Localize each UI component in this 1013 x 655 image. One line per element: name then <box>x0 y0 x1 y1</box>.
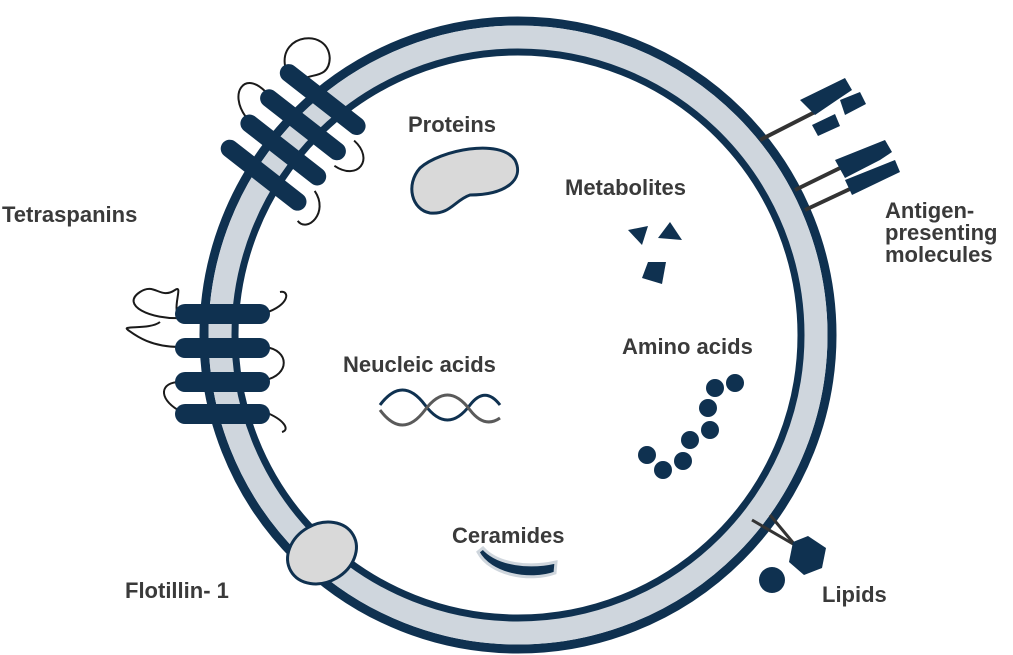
label-amino-acids: Amino acids <box>622 334 753 359</box>
antigen-presenting-molecule-icon <box>759 78 866 142</box>
amino-acid-chain-icon <box>638 374 744 479</box>
antigen-presenting-molecule-icon <box>794 140 900 212</box>
label-antigen-line1: Antigen- <box>885 198 974 223</box>
ceramide-icon <box>476 545 558 579</box>
vesicle-membrane <box>199 16 837 654</box>
label-antigen-line3: molecules <box>885 242 993 267</box>
label-antigen-line2: presenting <box>885 220 997 245</box>
label-neucleic-acids: Neucleic acids <box>343 352 496 377</box>
label-flotillin: Flotillin- 1 <box>125 578 229 603</box>
label-ceramides: Ceramides <box>452 523 565 548</box>
flotillin-icon <box>286 520 358 586</box>
label-tetraspanins: Tetraspanins <box>2 202 137 227</box>
protein-icon <box>410 146 520 215</box>
label-proteins: Proteins <box>408 112 496 137</box>
label-metabolites: Metabolites <box>565 175 686 200</box>
tetraspanin-icon <box>220 37 366 226</box>
metabolite-icon <box>628 222 682 284</box>
tetraspanin-icon <box>125 287 288 433</box>
dna-icon <box>378 388 502 427</box>
label-lipids: Lipids <box>822 582 887 607</box>
lipid-icon <box>751 514 826 593</box>
